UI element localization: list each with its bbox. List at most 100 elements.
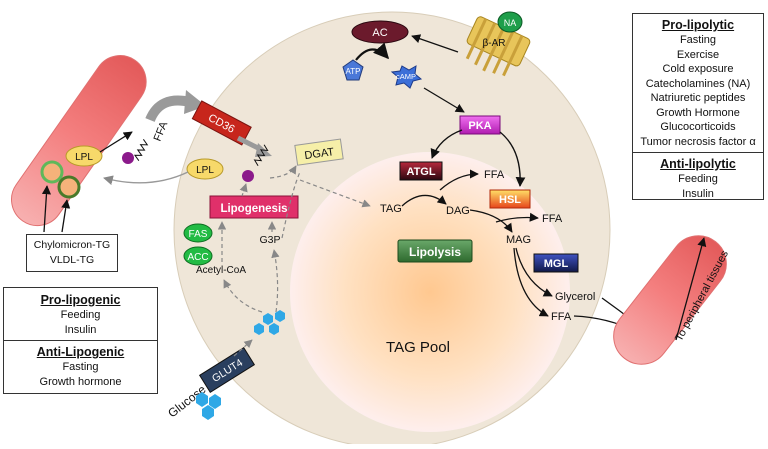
glycerol-label: Glycerol xyxy=(555,291,595,303)
lipogenic-regulators-panel: Pro-lipogenic Feeding Insulin Anti-Lipog… xyxy=(3,287,158,394)
camp-to-pka-arrow xyxy=(423,87,465,113)
pka-label: PKA xyxy=(468,120,491,132)
cell-lpl-label: LPL xyxy=(196,165,214,176)
acc-enzyme xyxy=(183,246,213,266)
lipoprotein-particle xyxy=(40,160,64,184)
source-up-arrow-2 xyxy=(61,199,71,233)
hsl-lipase xyxy=(489,189,531,209)
peripheral-flow-arrow xyxy=(675,237,707,341)
pro-lipolytic-item: Fasting xyxy=(679,34,717,46)
glucose-molecules-outside xyxy=(196,392,221,420)
lipogenesis-box xyxy=(209,195,299,219)
anti-lipogenic-section: Anti-Lipogenic Fasting Growth hormone xyxy=(4,340,157,389)
anti-lipolytic-title: Anti-lipolytic xyxy=(660,157,736,171)
receptor-to-ac-arrow xyxy=(411,34,459,53)
pro-lipolytic-item: Glucocorticoids xyxy=(660,121,736,133)
lpl-secretion-arrow xyxy=(103,171,189,185)
camp-molecule xyxy=(390,65,423,89)
g3p-label: G3P xyxy=(259,234,280,246)
atp-molecule xyxy=(342,59,364,81)
pro-lipolytic-item: Growth Hormone xyxy=(656,106,740,119)
anti-lipolytic-item: Insulin xyxy=(682,187,714,200)
lipolysis-label: Lipolysis xyxy=(409,245,461,259)
source-up-arrow-1 xyxy=(41,185,52,233)
na-label: NA xyxy=(504,18,517,28)
na-ligand xyxy=(497,11,523,33)
ffa-atgl-label: FFA xyxy=(484,169,505,181)
pro-lipolytic-item: Tumor necrosis factor α xyxy=(640,135,756,148)
lipogenesis-label: Lipogenesis xyxy=(220,203,287,215)
ffa-to-dgat-arrow xyxy=(269,165,297,179)
lipogenesis-up-arrow xyxy=(239,183,248,197)
mgl-label: MGL xyxy=(544,258,569,270)
lipoprotein-source-box: Chylomicron-TG VLDL-TG xyxy=(26,234,118,272)
beta-ar-receptor xyxy=(465,16,531,77)
atp-label: ATP xyxy=(346,67,361,76)
vessel-lpl-badge xyxy=(65,145,103,167)
hsl-label: HSL xyxy=(499,194,521,206)
mag-label: MAG xyxy=(506,234,531,246)
glucose-to-g3p xyxy=(271,249,280,313)
dag-label: DAG xyxy=(446,205,470,217)
source-line-1: Chylomicron-TG xyxy=(33,239,111,251)
cell-ffa-headgroup xyxy=(242,170,254,182)
pka-kinase xyxy=(459,115,501,135)
pro-lipolytic-item: Cold exposure xyxy=(662,63,734,75)
fas-enzyme xyxy=(183,223,213,243)
mag-to-ffa-arrow xyxy=(513,247,549,317)
atgl-lipase xyxy=(399,161,443,181)
ac-label: AC xyxy=(372,27,387,39)
cd36-transporter: CD36 xyxy=(191,100,252,146)
vessel-ffa-label: FFA xyxy=(152,119,171,143)
mag-to-glycerol-arrow xyxy=(515,247,553,297)
anti-lipolytic-item: Feeding xyxy=(678,173,718,185)
atp-to-camp-arrow xyxy=(355,42,390,61)
pro-lipogenic-title: Pro-lipogenic xyxy=(40,293,121,307)
fas-label: FAS xyxy=(189,229,208,240)
anti-lipogenic-title: Anti-Lipogenic xyxy=(36,345,125,359)
glucose-molecules-cell xyxy=(254,310,285,335)
acc-label: ACC xyxy=(187,252,208,263)
tag-label: TAG xyxy=(380,203,402,215)
pro-lipolytic-item: Catecholamines (NA) xyxy=(645,77,751,90)
anti-lipolytic-section: Anti-lipolytic Feeding Insulin xyxy=(633,152,763,201)
capillary-vessel xyxy=(11,55,147,227)
dgat-enzyme: DGAT xyxy=(294,138,344,166)
atgl-ffa-arrow xyxy=(439,169,479,191)
g3p-to-dgat-arrow xyxy=(281,171,301,239)
pro-lipogenic-item: Feeding xyxy=(60,309,101,321)
dgat-to-tag-arrow xyxy=(299,179,371,208)
pka-to-atgl-arrow xyxy=(430,129,463,159)
pka-to-hsl-arrow xyxy=(499,131,526,187)
source-line-2: VLDL-TG xyxy=(49,254,95,266)
ffa-hsl-label: FFA xyxy=(542,213,563,225)
pro-lipogenic-item: Insulin xyxy=(64,323,97,336)
tag-pool-label: TAG Pool xyxy=(386,339,450,356)
tag-pool xyxy=(290,152,570,432)
pro-lipolytic-item: Exercise xyxy=(676,48,720,61)
cell-lpl-badge xyxy=(186,158,224,180)
lipoprotein-particle xyxy=(57,175,81,199)
ffa-chain xyxy=(133,139,149,161)
ffa-uptake-arrow xyxy=(145,95,192,123)
mgl-lipase xyxy=(533,253,579,273)
beta-ar-label: β-AR xyxy=(483,38,506,49)
anti-lipogenic-item: Growth hormone xyxy=(39,375,122,388)
acetyl-coa-label: Acetyl-CoA xyxy=(196,265,246,276)
dgat-label: DGAT xyxy=(304,146,335,162)
tag-to-dag-arrow xyxy=(401,194,447,207)
pro-lipolytic-title: Pro-lipolytic xyxy=(661,18,735,32)
vessel-lpl-label: LPL xyxy=(75,152,93,163)
cell-ffa-chain xyxy=(253,144,269,166)
lpl-ffa-arrow xyxy=(99,131,133,153)
hsl-ffa-arrow xyxy=(495,212,539,223)
atgl-label: ATGL xyxy=(406,166,435,178)
anti-lipogenic-item: Fasting xyxy=(62,361,99,373)
ffa-headgroup xyxy=(122,152,134,164)
lipolysis-box xyxy=(397,239,473,263)
dag-to-mag-arrow xyxy=(469,209,513,233)
peripheral-vessel xyxy=(613,235,727,365)
pro-lipolytic-item: Natriuretic peptides xyxy=(650,92,746,104)
ffa-out-label: FFA xyxy=(551,311,572,323)
